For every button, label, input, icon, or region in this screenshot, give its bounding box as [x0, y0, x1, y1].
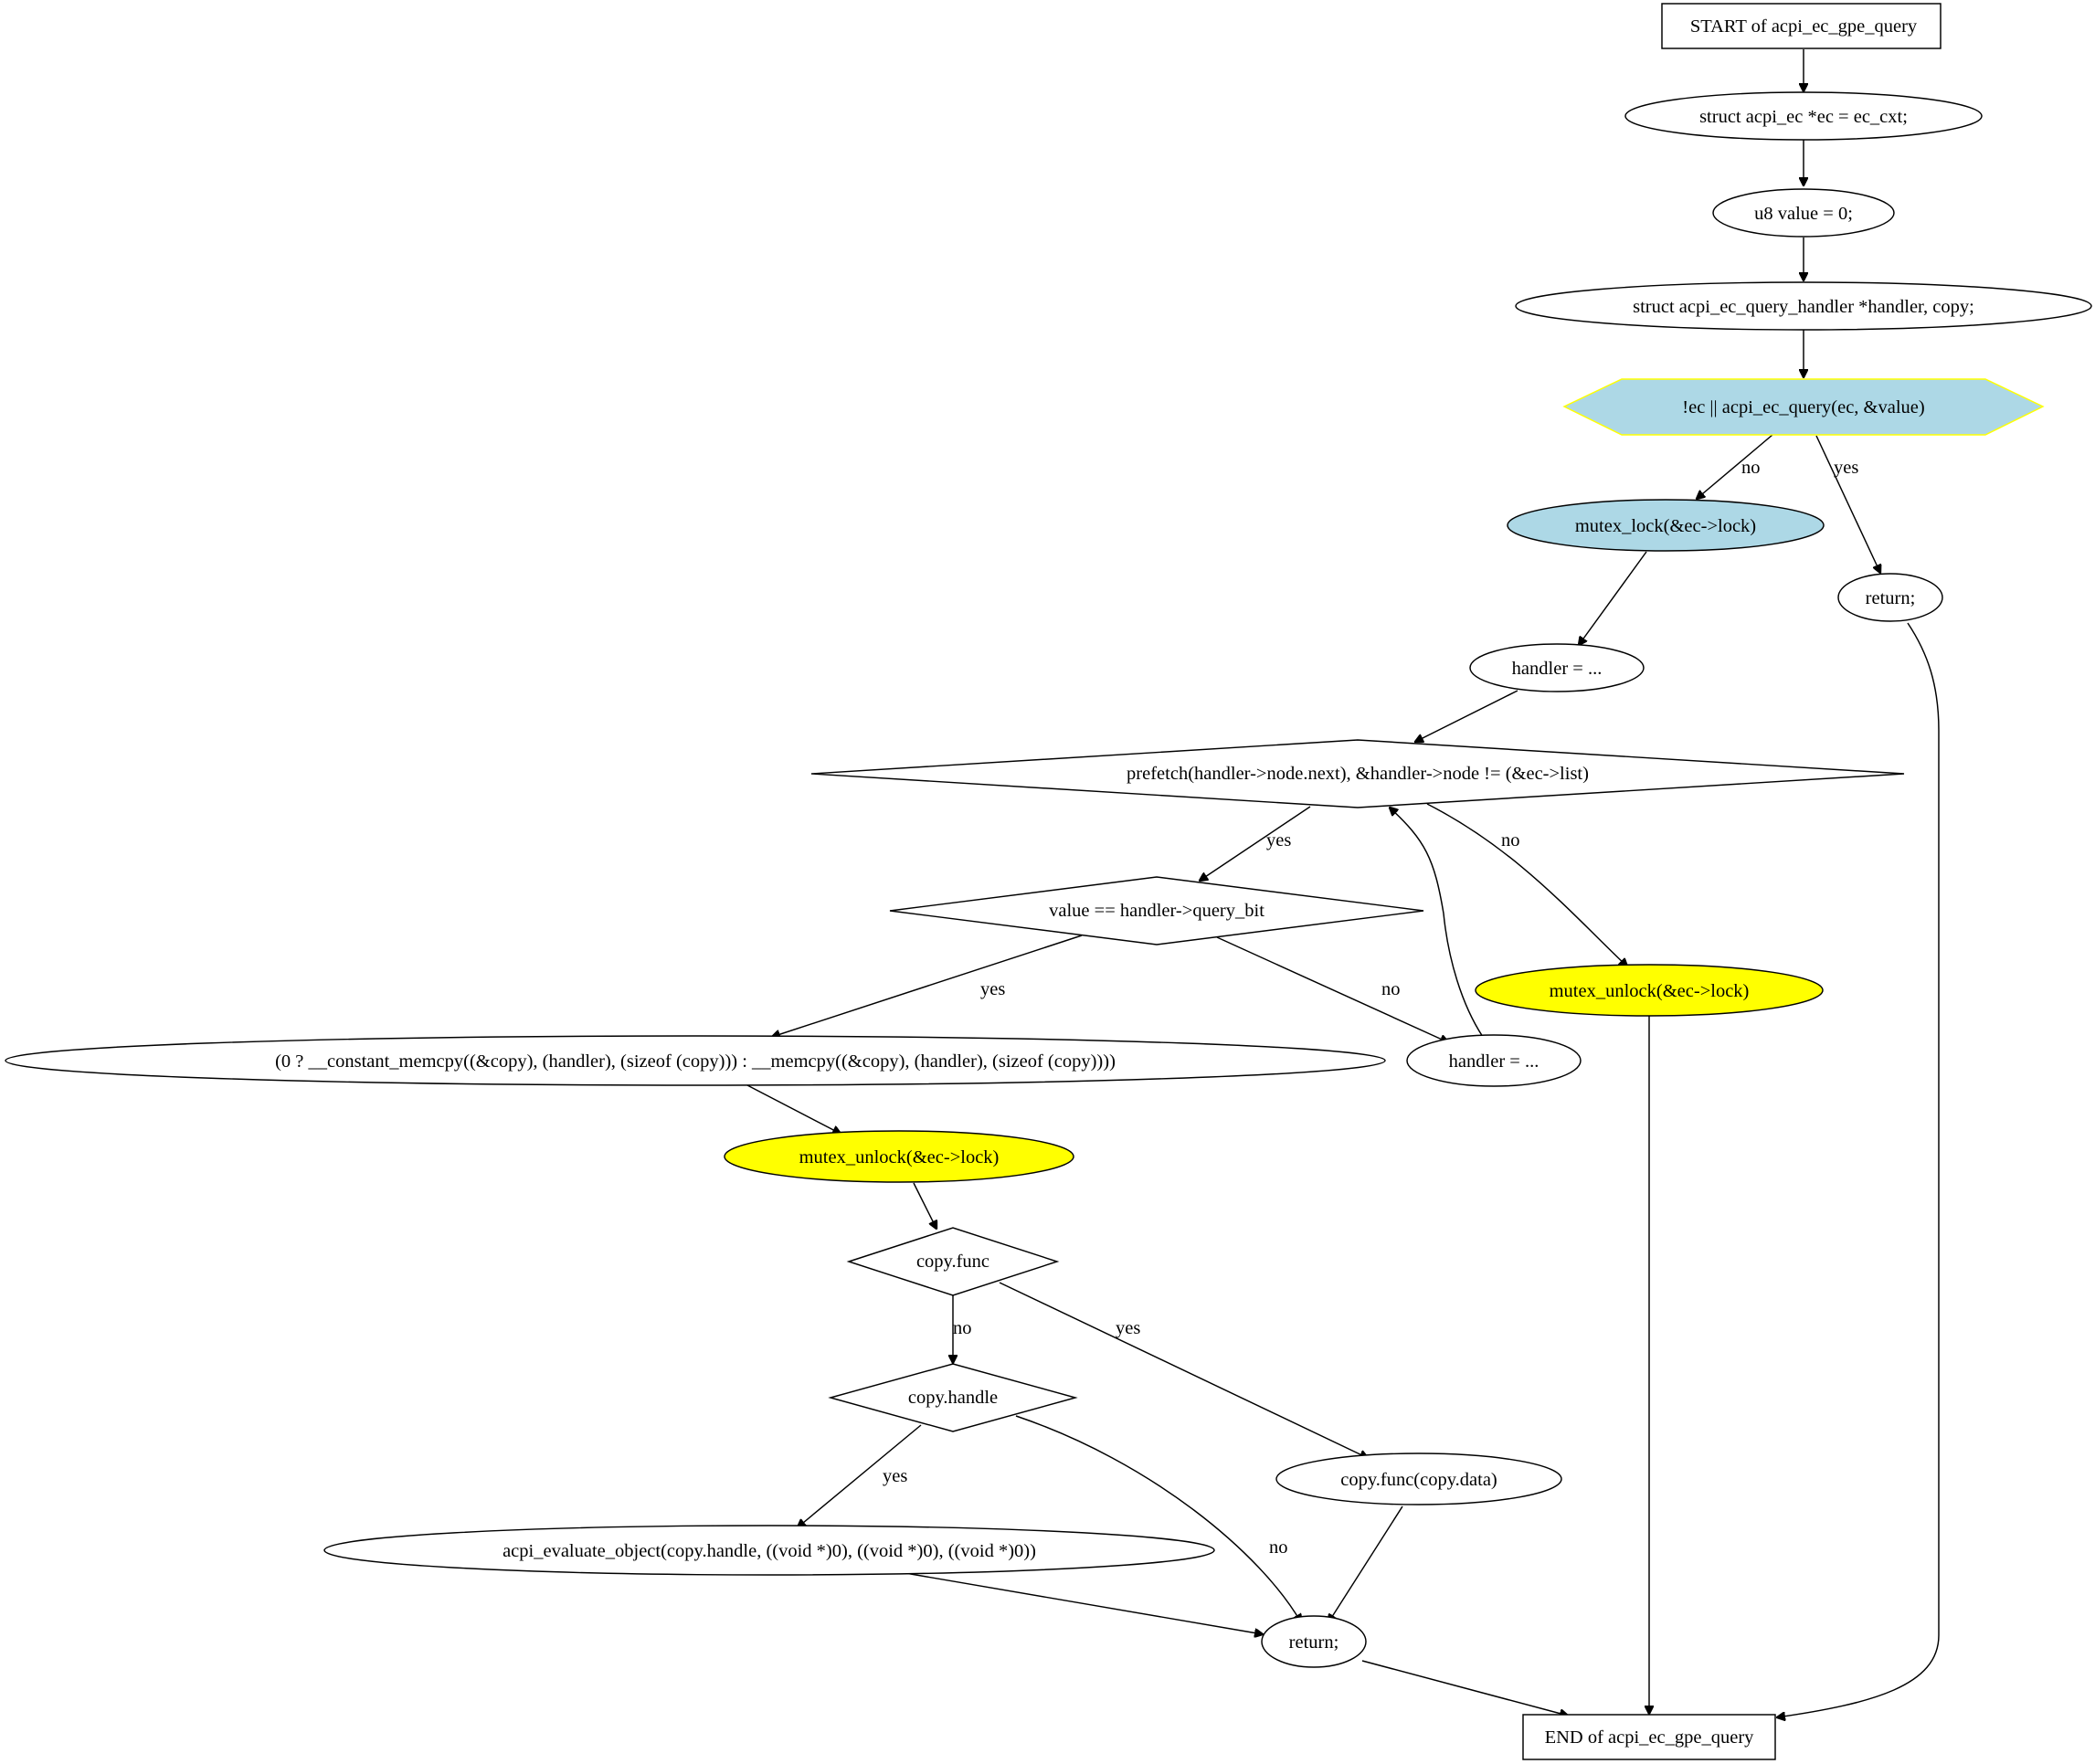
node-cond-handle: copy.handle	[828, 1363, 1078, 1432]
edge-evaluate-to-return	[899, 1571, 1263, 1634]
edge-mutex-unlock-to-cond-func	[913, 1182, 936, 1229]
node-handler-init: handler = ...	[1469, 643, 1645, 692]
node-return-final-label: return;	[1289, 1632, 1339, 1653]
node-memcpy-label: (0 ? __constant_memcpy((&copy), (handler…	[275, 1051, 1116, 1072]
edge-label-handle-yes: yes	[883, 1466, 907, 1486]
node-handler-next: handler = ...	[1406, 1034, 1582, 1087]
node-start: START of acpi_ec_gpe_query	[1661, 3, 1942, 49]
node-decl-value: u8 value = 0;	[1712, 188, 1895, 238]
node-start-label: START of acpi_ec_gpe_query	[1690, 16, 1918, 37]
edge-handler-init-to-loop-cond	[1415, 690, 1518, 742]
edge-label-bit-yes: yes	[980, 979, 1005, 999]
node-decl-value-label: u8 value = 0;	[1754, 204, 1853, 224]
edge-label-bit-no: no	[1381, 979, 1401, 999]
node-cond-func-label: copy.func	[916, 1252, 989, 1272]
edge-label-loop-no: no	[1501, 830, 1520, 850]
node-handler-init-label: handler = ...	[1512, 659, 1603, 679]
node-cond-query: !ec || acpi_ec_query(ec, &value)	[1562, 378, 2045, 436]
node-end-label: END of acpi_ec_gpe_query	[1545, 1727, 1755, 1748]
node-handler-next-label: handler = ...	[1449, 1051, 1540, 1072]
node-return-final: return;	[1261, 1615, 1367, 1668]
edges	[746, 49, 1940, 1717]
node-return-early: return;	[1837, 573, 1943, 622]
edge-label-query-no: no	[1741, 458, 1761, 478]
edge-label-func-no: no	[953, 1318, 972, 1338]
node-decl-handler: struct acpi_ec_query_handler *handler, c…	[1515, 281, 2092, 331]
edge-return-final-to-end	[1361, 1660, 1568, 1716]
edge-cond-handle-yes-to-evaluate	[798, 1424, 922, 1527]
edge-loop-no-to-mutex-unlock	[1426, 803, 1627, 967]
node-loop-cond: prefetch(handler->node.next), &handler->…	[810, 739, 1905, 808]
node-memcpy: (0 ? __constant_memcpy((&copy), (handler…	[5, 1035, 1386, 1086]
node-end: END of acpi_ec_gpe_query	[1522, 1714, 1776, 1760]
edge-memcpy-to-mutex-unlock	[746, 1084, 841, 1134]
edge-cond-bit-no-to-handler-next	[1216, 936, 1448, 1042]
node-evaluate: acpi_evaluate_object(copy.handle, ((void…	[323, 1525, 1215, 1576]
node-mutex-lock-label: mutex_lock(&ec->lock)	[1575, 516, 1756, 536]
edge-cond-func-yes-to-call-func	[999, 1282, 1368, 1458]
edge-loop-yes-to-cond-bit	[1200, 806, 1311, 881]
nodes: START of acpi_ec_gpe_query struct acpi_e…	[5, 3, 2092, 1760]
edge-labels: no yes yes no yes no no yes yes no	[883, 458, 1858, 1558]
node-mutex-unlock-found: mutex_unlock(&ec->lock)	[724, 1130, 1074, 1183]
node-loop-cond-label: prefetch(handler->node.next), &handler->…	[1127, 764, 1589, 784]
node-evaluate-label: acpi_evaluate_object(copy.handle, ((void…	[503, 1541, 1036, 1561]
node-cond-handle-label: copy.handle	[908, 1388, 998, 1408]
node-cond-func: copy.func	[846, 1227, 1060, 1296]
node-mutex-unlock-loop-exit-label: mutex_unlock(&ec->lock)	[1550, 981, 1750, 1001]
node-mutex-unlock-found-label: mutex_unlock(&ec->lock)	[799, 1147, 1000, 1167]
edge-cond-query-yes-to-return	[1815, 435, 1880, 573]
edge-label-query-yes: yes	[1834, 458, 1858, 478]
edge-cond-handle-no-to-return	[1015, 1415, 1301, 1622]
node-call-func-label: copy.func(copy.data)	[1340, 1470, 1497, 1490]
edge-label-loop-yes: yes	[1266, 830, 1291, 850]
edge-label-handle-no: no	[1269, 1537, 1288, 1558]
node-mutex-lock: mutex_lock(&ec->lock)	[1507, 499, 1825, 552]
node-cond-query-label: !ec || acpi_ec_query(ec, &value)	[1682, 397, 1924, 417]
edge-label-func-yes: yes	[1116, 1318, 1140, 1338]
edge-call-func-to-return	[1328, 1505, 1403, 1622]
node-call-func: copy.func(copy.data)	[1275, 1452, 1562, 1505]
node-cond-bit: value == handler->query_bit	[889, 876, 1424, 945]
edge-cond-bit-yes-to-memcpy	[772, 935, 1083, 1037]
node-decl-handler-label: struct acpi_ec_query_handler *handler, c…	[1633, 297, 1974, 317]
node-return-early-label: return;	[1866, 588, 1916, 608]
node-cond-bit-label: value == handler->query_bit	[1049, 901, 1264, 921]
edge-mutex-lock-to-handler-init	[1579, 551, 1647, 645]
node-mutex-unlock-loop-exit: mutex_unlock(&ec->lock)	[1475, 964, 1824, 1017]
edge-handler-next-to-loop-cond	[1390, 808, 1484, 1038]
edge-cond-query-no-to-mutex-lock	[1697, 434, 1773, 499]
node-decl-ec: struct acpi_ec *ec = ec_cxt;	[1624, 91, 1983, 141]
edge-return-early-to-end	[1777, 622, 1940, 1717]
node-decl-ec-label: struct acpi_ec *ec = ec_cxt;	[1699, 107, 1908, 127]
